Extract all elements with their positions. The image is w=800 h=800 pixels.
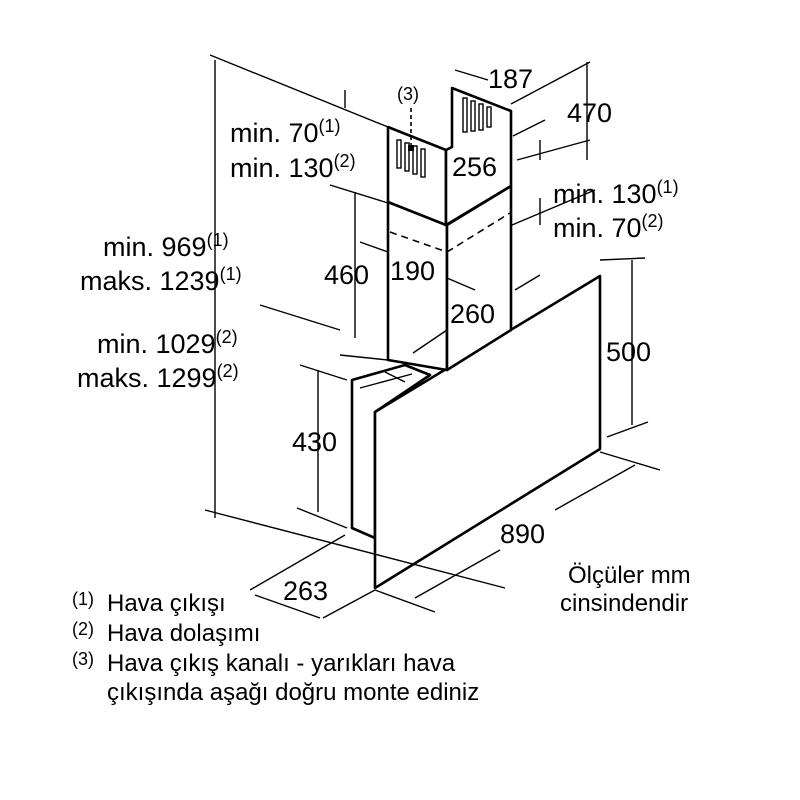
legend-num-2: (2)	[72, 619, 94, 639]
dim-max1239: maks. 1239(1)	[80, 264, 242, 296]
legend-num-1: (1)	[72, 589, 94, 609]
legend-text-2: Hava dolaşımı	[107, 620, 260, 647]
cooker-hood-drawing	[350, 86, 602, 590]
dim-min969: min. 969(1)	[103, 230, 229, 262]
chimney-upper-right	[444, 86, 513, 227]
dim-right-min70: min. 70(2)	[553, 211, 664, 243]
dim-right-min130: min. 130(1)	[553, 177, 679, 209]
dim-263: 263	[283, 576, 328, 606]
dim-top-min130: min. 130(2)	[230, 151, 356, 183]
units-note-line1: Ölçüler mm	[568, 562, 691, 589]
legend-text-3: Hava çıkış kanalı - yarıkları hava	[107, 650, 456, 677]
dim-260: 260	[450, 299, 495, 329]
dimension-lines	[204, 54, 661, 619]
hood-front-panel	[373, 274, 602, 590]
dim-256: 256	[452, 152, 497, 182]
dim-max1299: maks. 1299(2)	[77, 361, 239, 393]
dim-top-min70: min. 70(1)	[230, 116, 341, 148]
dim-430: 430	[292, 427, 337, 457]
dim-500: 500	[606, 337, 651, 367]
dim-470: 470	[567, 98, 612, 128]
legend: (1) Hava çıkışı (2) Hava dolaşımı (3) Ha…	[72, 589, 479, 706]
chimney-lower-left	[386, 200, 449, 372]
dim-890: 890	[500, 519, 545, 549]
legend-num-3: (3)	[72, 649, 94, 669]
dim-190: 190	[390, 256, 435, 286]
legend-text-3-cont: çıkışında aşağı doğru monte ediniz	[107, 679, 479, 706]
dim-460: 460	[324, 260, 369, 290]
vent-slots	[396, 97, 492, 178]
legend-text-1: Hava çıkışı	[107, 590, 226, 617]
vent-reference: (3)	[397, 84, 419, 104]
units-note-line2: cinsindendir	[560, 590, 688, 617]
dim-187: 187	[488, 64, 533, 94]
dim-min1029: min. 1029(2)	[97, 327, 238, 359]
dimension-labels: 187 470 (3) min. 70(1) min. 130(2) 256 m…	[77, 64, 679, 606]
